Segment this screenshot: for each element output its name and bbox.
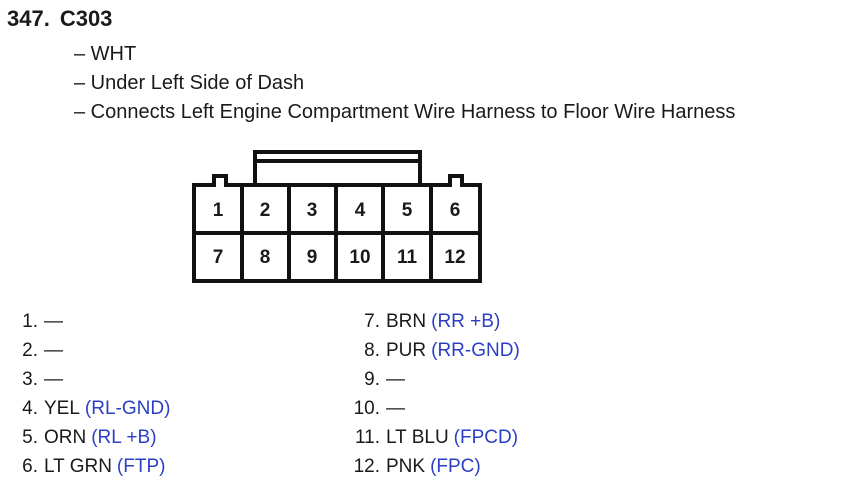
pin-circuit: (FPC) xyxy=(430,456,481,477)
pin-number: 5. xyxy=(22,427,38,448)
connector-name: C303 xyxy=(59,6,113,31)
connector-detail-connects: – Connects Left Engine Compartment Wire … xyxy=(74,101,736,123)
connector-detail-location: – Under Left Side of Dash xyxy=(74,72,305,94)
pin-wire-color: PUR xyxy=(386,340,427,361)
pin-number: 11. xyxy=(354,427,380,448)
pin-circuit: (FPCD) xyxy=(453,427,519,448)
cell-4: 4 xyxy=(355,200,366,221)
pin-number: 9. xyxy=(364,369,380,390)
pin-row: 12. PNK(FPC) xyxy=(348,457,481,476)
pin-wire-color: BRN xyxy=(386,311,427,332)
pin-row: 3. — xyxy=(16,370,68,389)
pin-row: 1. — xyxy=(16,312,68,331)
pin-row: 8. PUR(RR-GND) xyxy=(348,341,520,360)
pin-number: 12. xyxy=(353,456,380,477)
pin-wire-color: ORN xyxy=(44,427,87,448)
pin-number: 4. xyxy=(22,398,38,419)
pin-row: 10. — xyxy=(348,399,410,418)
pin-number: 6. xyxy=(22,456,38,477)
connector-detail-color: – WHT xyxy=(74,43,137,65)
connector-heading: 347. C303 xyxy=(7,6,112,32)
pin-number: 10. xyxy=(353,398,380,419)
pin-row: 2. — xyxy=(16,341,68,360)
pin-row: 4. YEL(RL-GND) xyxy=(16,399,170,418)
pin-wire-color: LT GRN xyxy=(44,456,112,477)
pin-row: 11. LT BLU(FPCD) xyxy=(348,428,518,447)
cell-9: 9 xyxy=(307,247,318,268)
pin-circuit: (RR +B) xyxy=(431,311,501,332)
pin-circuit: (FTP) xyxy=(116,456,166,477)
pin-wire-color: — xyxy=(44,340,63,361)
pin-circuit: (RL-GND) xyxy=(84,398,171,419)
pin-circuit: (RL +B) xyxy=(91,427,157,448)
cell-2: 2 xyxy=(260,200,271,221)
cell-12: 12 xyxy=(444,247,465,268)
pin-wire-color: — xyxy=(386,369,405,390)
cell-1: 1 xyxy=(213,200,224,221)
cell-8: 8 xyxy=(260,247,271,268)
pin-wire-color: LT BLU xyxy=(386,427,449,448)
pin-wire-color: PNK xyxy=(386,456,426,477)
pin-number: 1. xyxy=(22,311,38,332)
pin-row: 9. — xyxy=(348,370,410,389)
pin-number: 8. xyxy=(364,340,380,361)
pin-wire-color: — xyxy=(44,311,63,332)
cell-10: 10 xyxy=(349,247,370,268)
pin-number: 7. xyxy=(364,311,380,332)
connector-face-diagram: 1 2 3 4 5 6 7 8 9 10 11 12 xyxy=(192,150,482,283)
pin-wire-color: — xyxy=(44,369,63,390)
pin-row: 7. BRN(RR +B) xyxy=(348,312,500,331)
cell-3: 3 xyxy=(307,200,318,221)
pin-wire-color: YEL xyxy=(44,398,80,419)
pin-number: 3. xyxy=(22,369,38,390)
cell-7: 7 xyxy=(213,247,224,268)
pin-row: 5. ORN(RL +B) xyxy=(16,427,157,448)
cell-11: 11 xyxy=(397,247,418,268)
pin-number: 2. xyxy=(22,340,38,361)
connector-number: 347. xyxy=(7,6,50,31)
pin-circuit: (RR-GND) xyxy=(431,340,520,361)
pin-wire-color: — xyxy=(386,398,405,419)
connector-latch xyxy=(253,150,422,185)
pin-row: 6. LT GRN(FTP) xyxy=(16,457,165,476)
cell-5: 5 xyxy=(402,200,413,221)
cell-6: 6 xyxy=(450,200,461,221)
